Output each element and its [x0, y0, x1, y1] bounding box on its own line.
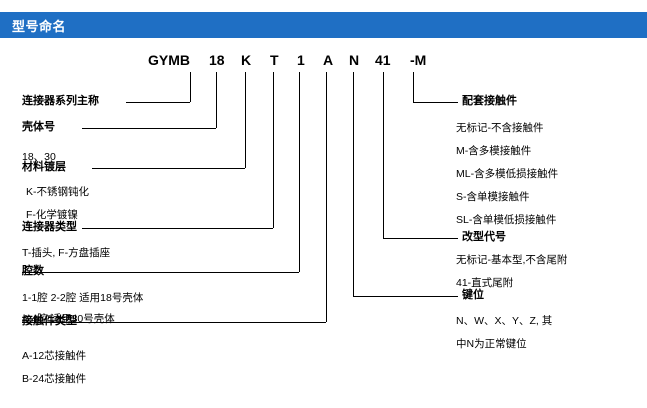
leader-vline-plating	[245, 72, 246, 168]
leader-hline-shell	[82, 128, 216, 129]
label-connector-type: 连接器类型	[22, 221, 77, 233]
code-segment-connector-type: T	[270, 52, 279, 68]
page-title: 型号命名	[12, 18, 67, 34]
leader-hline-series	[126, 102, 190, 103]
value-plating-2: F-化学镀镍	[26, 209, 78, 221]
leader-hline-cavity	[22, 272, 299, 273]
leader-vline-keying	[353, 72, 354, 296]
label-shell-size: 壳体号	[22, 121, 55, 133]
code-segment-variant: 41	[375, 52, 391, 68]
label-material-plating: 材料镀层	[22, 161, 66, 173]
leader-vline-cavity	[299, 72, 300, 272]
code-segment-plating: K	[241, 52, 252, 68]
value-contact-type-1: A-12芯接触件	[22, 350, 87, 362]
model-code-row: GYMB 18 K T 1 A N 41 -M	[0, 52, 647, 72]
leader-hline-plating	[92, 168, 245, 169]
code-segment-cavity: 1	[297, 52, 305, 68]
code-segment-series: GYMB	[148, 52, 190, 68]
code-segment-mating-contacts: -M	[410, 52, 427, 68]
leader-vline-contact-type	[326, 72, 327, 322]
value-mating-4: S-含单模接触件	[456, 191, 530, 203]
code-segment-shell: 18	[209, 52, 225, 68]
leader-hline-contact-type	[22, 322, 326, 323]
section-header: 型号命名	[0, 12, 647, 38]
value-contact-type-2: B-24芯接触件	[22, 373, 87, 385]
value-cavity-2: 4-4腔 适用30号壳体	[22, 313, 115, 325]
value-mating-3: ML-含多模低损接触件	[456, 168, 559, 180]
value-cavity-1: 1-1腔 2-2腔 适用18号壳体	[22, 292, 144, 304]
leader-vline-variant	[383, 72, 384, 238]
label-cavity-count: 腔数	[22, 265, 44, 277]
label-mating-contacts: 配套接触件	[462, 95, 517, 107]
label-variant-code: 改型代号	[462, 231, 506, 243]
value-plating-1: K-不锈钢钝化	[26, 186, 89, 198]
value-shell-size-1: 18、30	[22, 151, 56, 163]
value-mating-5: SL-含单模低损接触件	[456, 214, 557, 226]
leader-vline-shell	[216, 72, 217, 128]
value-variant-1: 无标记-基本型,不含尾附	[456, 254, 568, 266]
value-mating-1: 无标记-不含接触件	[456, 122, 544, 134]
label-keying: 键位	[462, 289, 484, 301]
leader-hline-connector-type	[82, 228, 273, 229]
leader-vline-series	[190, 72, 191, 102]
value-connector-type-1: T-插头, F-方盘插座	[22, 247, 111, 259]
leader-hline-variant	[383, 238, 458, 239]
code-segment-contact-type: A	[323, 52, 334, 68]
value-keying-2: 中N为正常键位	[456, 338, 527, 350]
code-segment-keying: N	[349, 52, 360, 68]
leader-vline-connector-type	[273, 72, 274, 228]
value-variant-2: 41-直式尾附	[456, 277, 514, 289]
leader-hline-keying	[353, 296, 458, 297]
label-contact-type: 接触件类型	[22, 315, 77, 327]
label-series-name: 连接器系列主称	[22, 95, 99, 107]
leader-vline-mating	[413, 72, 414, 102]
leader-hline-mating	[413, 102, 458, 103]
value-keying-1: N、W、X、Y、Z, 其	[456, 315, 553, 327]
value-mating-2: M-含多模接触件	[456, 145, 532, 157]
